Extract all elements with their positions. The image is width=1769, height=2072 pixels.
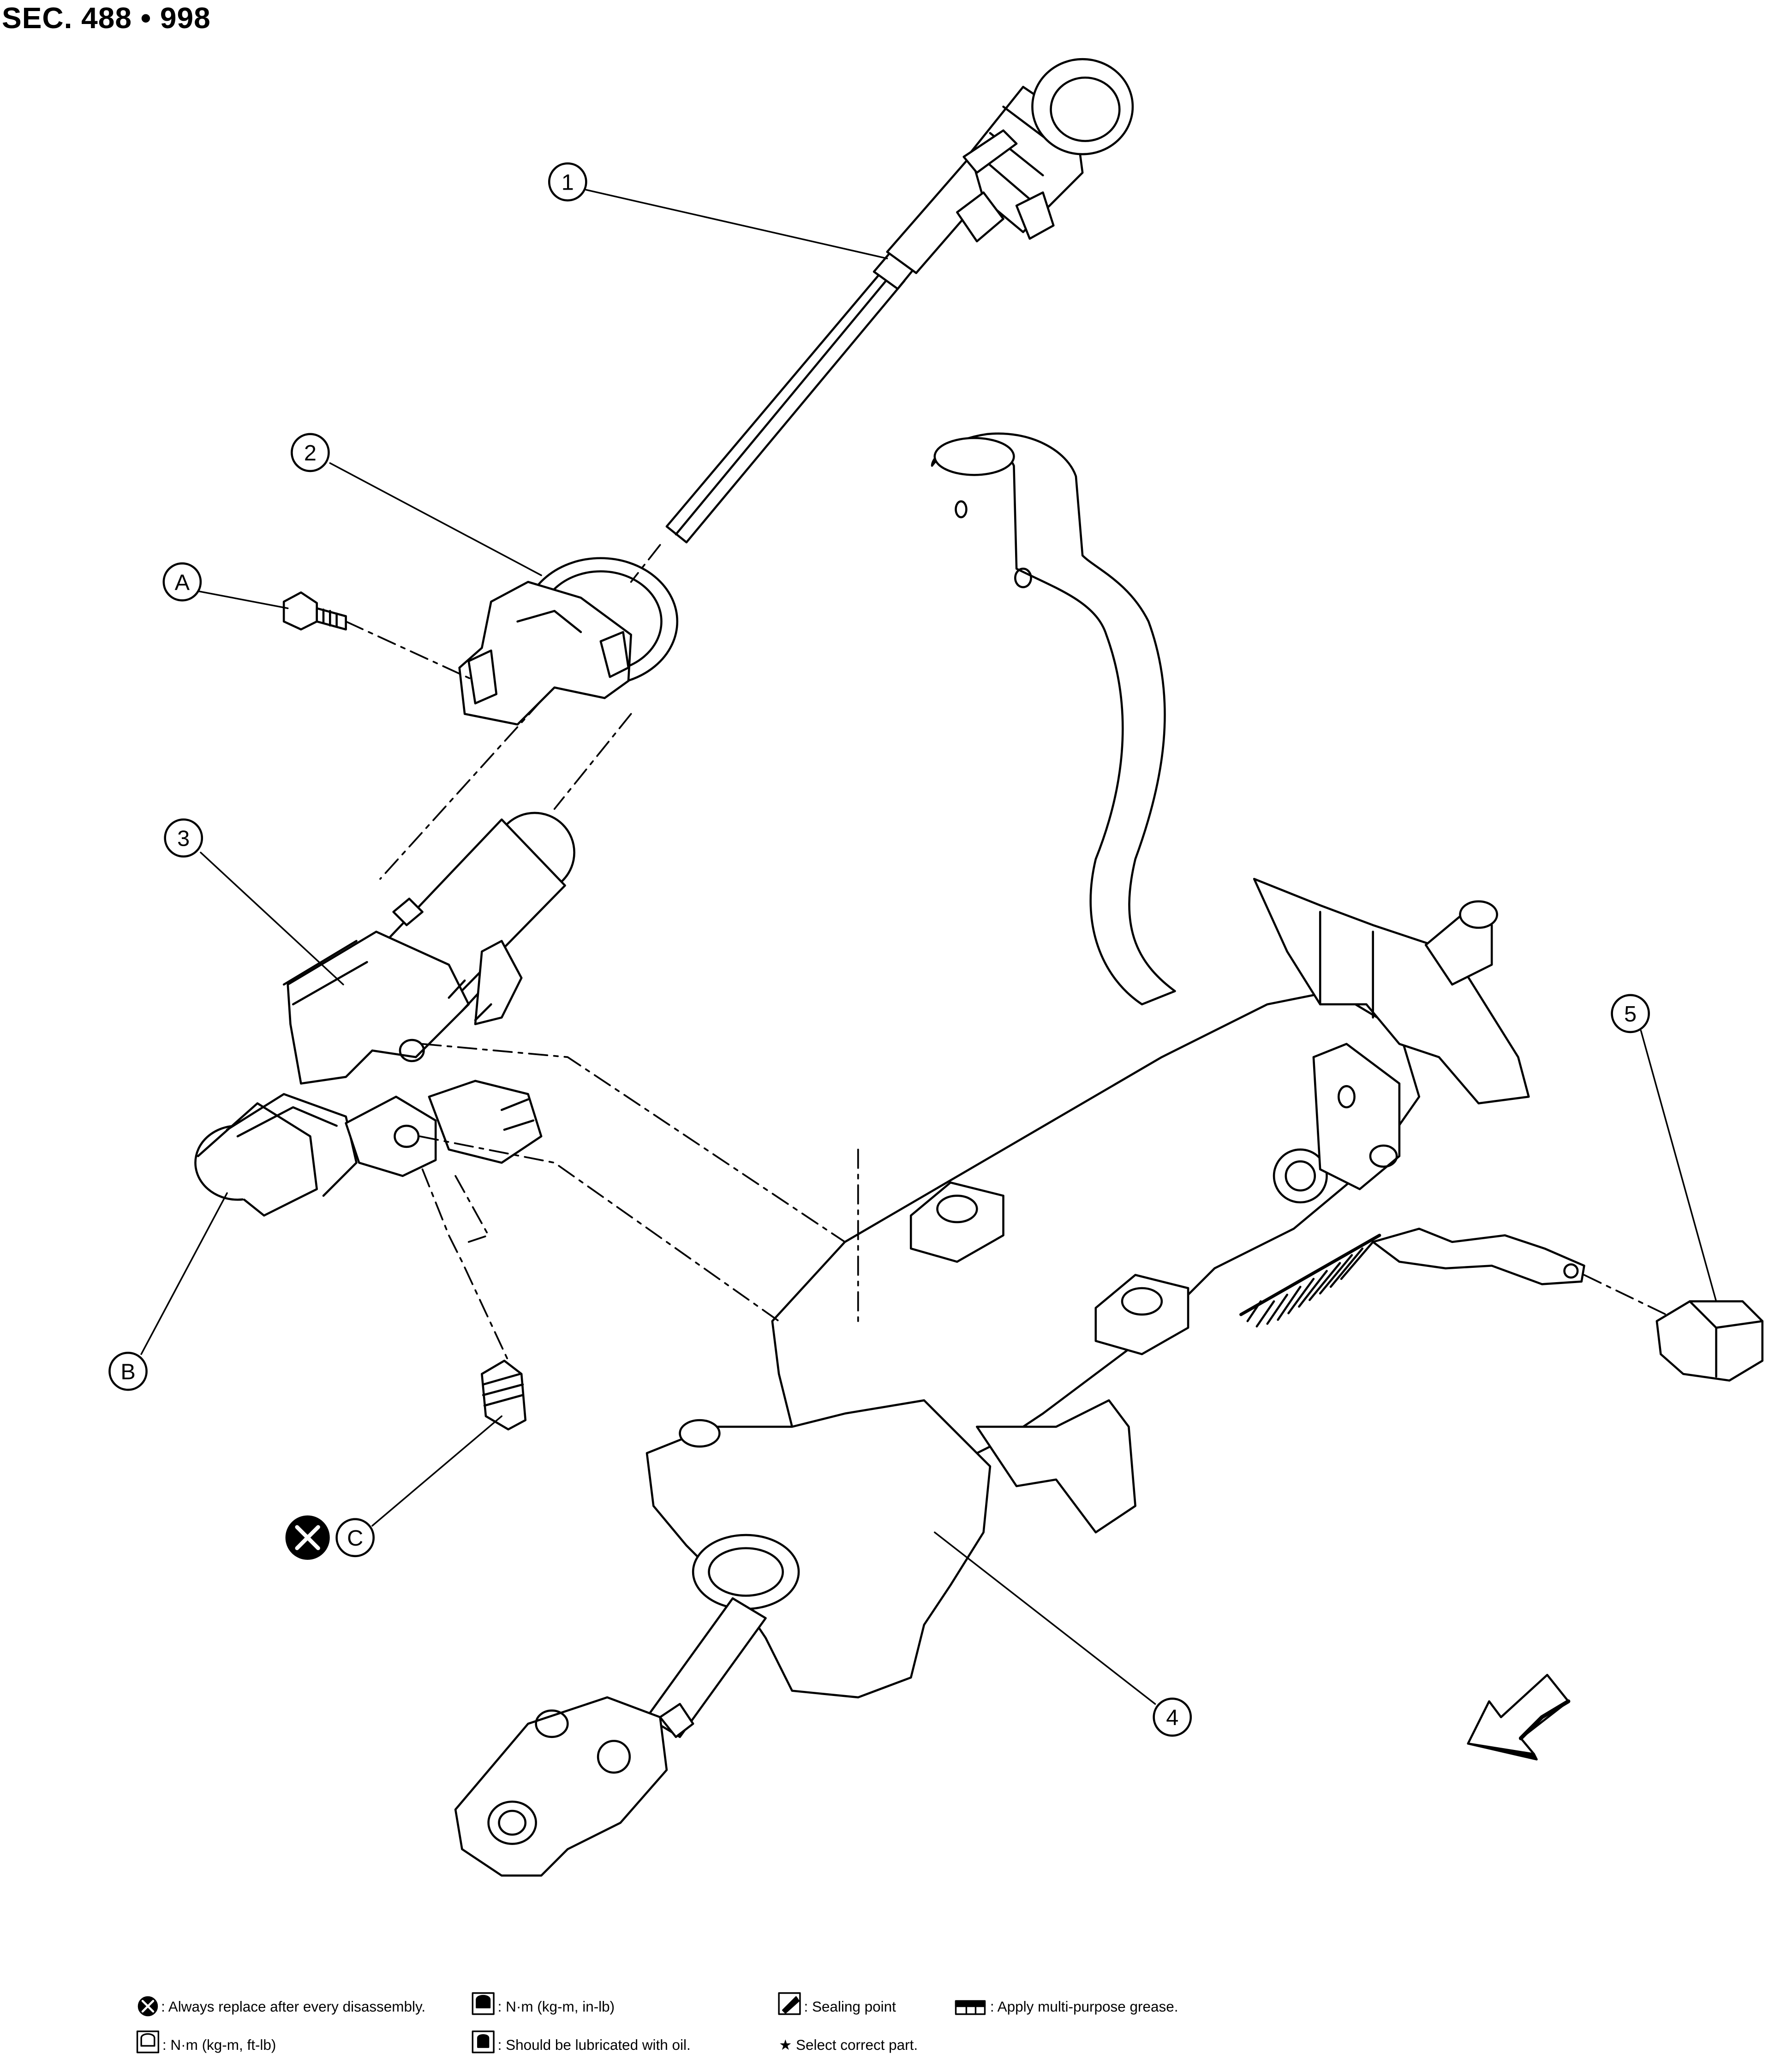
front-arrow-icon (1467, 1674, 1571, 1761)
legend-text-torque-inlb: : N·m (kg-m, in-lb) (498, 1999, 615, 2015)
legend-oil-icon (472, 2030, 495, 2054)
legend-text-sealing: : Sealing point (804, 1999, 896, 2015)
callout-4: 4 (1153, 1697, 1192, 1737)
svg-text:5: 5 (1624, 1002, 1637, 1027)
callout-3: 3 (164, 818, 203, 858)
svg-text:2: 2 (304, 441, 317, 466)
legend-text-torque-ftlb: : N·m (kg-m, ft-lb) (162, 2037, 276, 2053)
part-4-column-assembly (454, 432, 1585, 1877)
part-1-upper-shaft (665, 58, 1134, 543)
ref-letter-b: B (108, 1351, 148, 1391)
callout-labels: 1 2 3 4 5 A B (108, 162, 1650, 1737)
legend-text-select: ★ Select correct part. (779, 2037, 918, 2053)
legend-torque-inlb-icon (472, 1992, 495, 2015)
replace-icon (285, 1515, 330, 1560)
shear-bolt-c (481, 1360, 527, 1431)
svg-text:C: C (347, 1526, 363, 1551)
callout-1: 1 (548, 162, 587, 202)
section-code: SEC. 488 • 998 (2, 1, 211, 35)
part-5-lever-cap (1655, 1300, 1763, 1382)
leader-lines (140, 189, 1717, 1705)
svg-text:A: A (175, 570, 190, 595)
svg-text:1: 1 (562, 170, 574, 195)
part-2-bracket (458, 557, 679, 726)
svg-text:3: 3 (177, 826, 190, 851)
ref-letter-a: A (162, 562, 202, 602)
part-3-lock-assembly (194, 812, 575, 1217)
legend-replace-icon (137, 1996, 158, 2017)
callout-5: 5 (1611, 994, 1650, 1033)
legend: : Always replace after every disassembly… (136, 1992, 1178, 2054)
legend-text-grease: : Apply multi-purpose grease. (990, 1999, 1178, 2015)
assembly-lines (345, 544, 1667, 1362)
bolt-a (282, 591, 347, 631)
legend-torque-ftlb-icon (136, 2030, 160, 2054)
ref-letter-c: C (335, 1518, 375, 1558)
legend-text-replace: : Always replace after every disassembly… (161, 1999, 425, 2015)
svg-text:B: B (120, 1359, 135, 1384)
legend-text-oil: : Should be lubricated with oil. (498, 2037, 691, 2053)
svg-text:4: 4 (1166, 1705, 1178, 1730)
legend-grease-icon (955, 2000, 986, 2015)
legend-sealing-icon (778, 1992, 801, 2015)
callout-2: 2 (291, 433, 330, 472)
